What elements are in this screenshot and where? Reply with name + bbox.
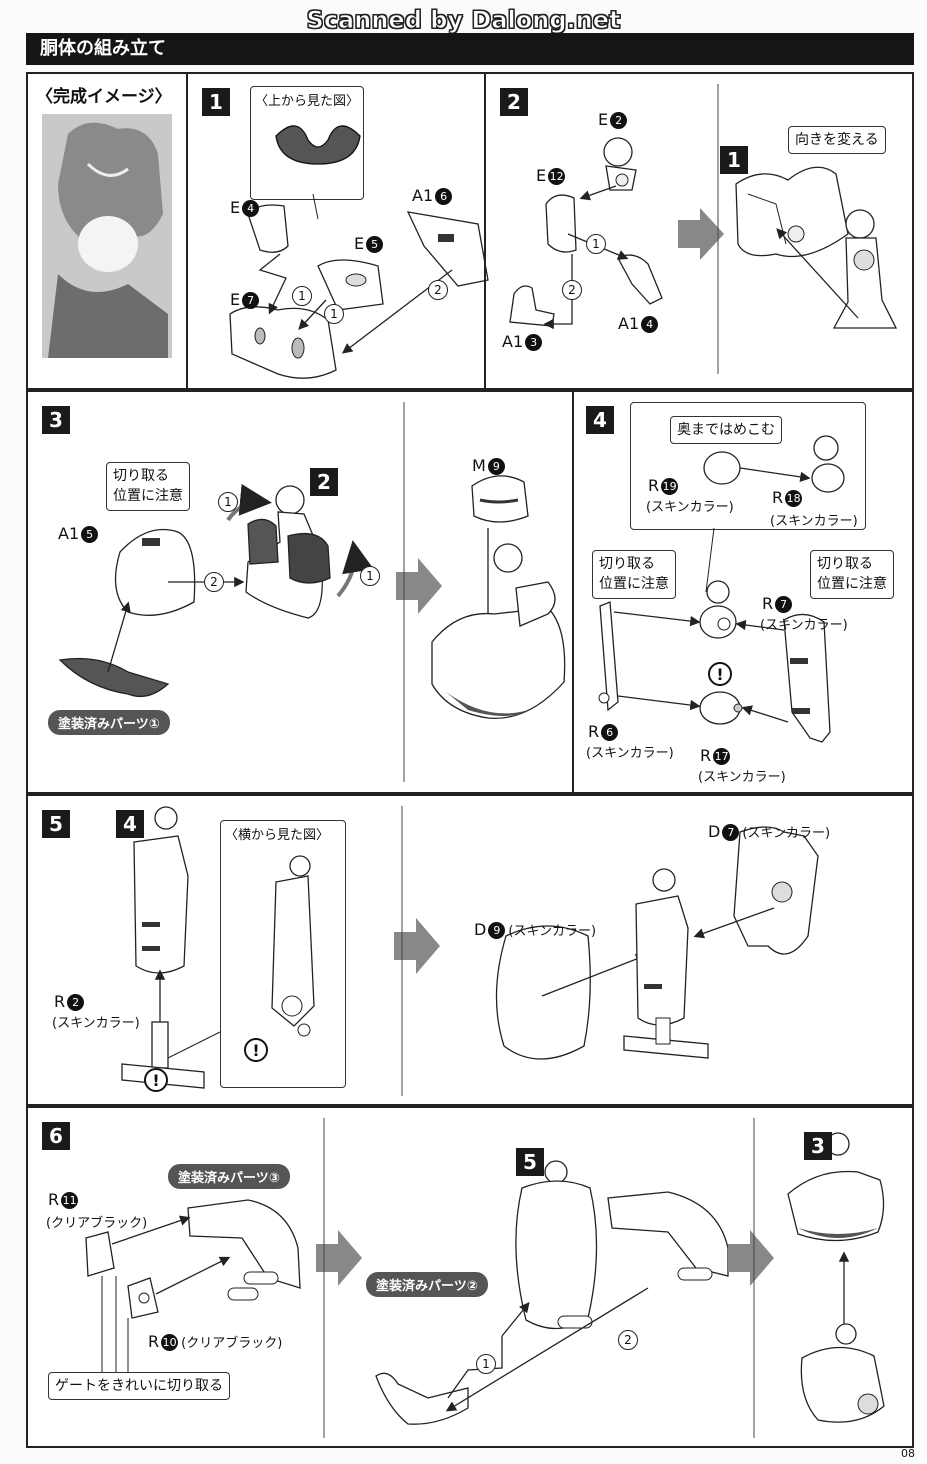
substep-2-badge: 2 [310, 468, 338, 496]
r11-color: (クリアブラック) [46, 1216, 148, 1231]
step-4-badge: 4 [586, 406, 614, 434]
step-6-panel: 6 塗装済みパーツ③ [28, 1108, 912, 1446]
side-view-label: 〈横から見た図〉 [225, 828, 330, 843]
r19-color: (スキンカラー) [646, 500, 734, 515]
caution-icon-1: ! [144, 1068, 168, 1092]
top-view-label: 〈上から見た図〉 [255, 94, 360, 109]
step-2-diagram [509, 84, 898, 374]
substep-5-badge: 5 [516, 1148, 544, 1176]
step-3-panel: 3 切り取る位置に注意 [28, 392, 572, 792]
step-3-diagram [58, 402, 566, 782]
press-fully-note: 奥まではめこむ [670, 416, 782, 445]
r17-color: (スキンカラー) [698, 770, 786, 785]
scan-credit: Scanned by Dalong.net [306, 6, 621, 35]
r18-color: (スキンカラー) [770, 514, 858, 529]
order-2: 2 [618, 1330, 638, 1350]
order-1a: 1 [218, 492, 238, 512]
cut-position-note-right: 切り取る位置に注意 [810, 550, 894, 599]
step-6-diagram [85, 1118, 885, 1438]
row-2: 3 切り取る位置に注意 [26, 390, 914, 794]
page-number: 08 [901, 1447, 915, 1460]
gate-cut-note: ゲートをきれいに切り取る [48, 1372, 230, 1401]
step-6-badge: 6 [42, 1122, 70, 1150]
step-1-badge: 1 [202, 88, 230, 116]
step-4-panel: 4 奥まではめこむ [574, 392, 912, 792]
substep-1-badge: 1 [720, 146, 748, 174]
divider [572, 392, 574, 792]
r7-color: (スキンカラー) [760, 618, 848, 633]
painted-part-3-badge: 塗装済みパーツ③ [168, 1164, 290, 1189]
divider [484, 74, 486, 388]
cut-position-note-left: 切り取る位置に注意 [592, 550, 676, 599]
section-header: 胴体の組み立て [26, 33, 914, 65]
cut-position-note: 切り取る位置に注意 [106, 462, 190, 511]
r6-color: (スキンカラー) [586, 746, 674, 761]
completed-image-figure [42, 114, 172, 358]
step-3-badge: 3 [42, 406, 70, 434]
order-1b: 1 [360, 566, 380, 586]
row-4: 6 塗装済みパーツ③ [26, 1106, 914, 1448]
completed-image-label: 〈完成イメージ〉 [36, 87, 172, 107]
step-5-panel: 5 4 〈横から見た図〉 [28, 796, 912, 1104]
painted-part-1-badge: 塗装済みパーツ① [48, 710, 170, 735]
row-3: 5 4 〈横から見た図〉 [26, 794, 914, 1106]
turn-direction-note: 向きを変える [788, 126, 886, 155]
order-2: 2 [428, 280, 448, 300]
step-5-diagram [121, 806, 819, 1096]
order-1: 1 [292, 286, 312, 306]
order-1: 1 [586, 234, 606, 254]
step-2-badge: 2 [500, 88, 528, 116]
step-2-panel: 2 [486, 74, 912, 388]
divider [186, 74, 188, 388]
caution-icon: ! [708, 662, 732, 686]
step-5-badge: 5 [42, 810, 70, 838]
step-1-diagram [229, 125, 489, 379]
substep-3-badge: 3 [804, 1132, 832, 1160]
substep-4-badge: 4 [116, 810, 144, 838]
step-4-diagram [598, 435, 845, 743]
order-2: 2 [204, 572, 224, 592]
completed-image-panel: 〈完成イメージ〉 [28, 74, 186, 388]
caution-icon-2: ! [244, 1038, 268, 1062]
order-1b: 1 [324, 304, 344, 324]
r2-color: (スキンカラー) [52, 1016, 140, 1031]
instruction-grid: 〈完成イメージ〉 1 〈上から見た図〉 [26, 72, 914, 1448]
row-1: 〈完成イメージ〉 1 〈上から見た図〉 [26, 72, 914, 390]
painted-part-2-badge: 塗装済みパーツ② [366, 1272, 488, 1297]
order-1: 1 [476, 1354, 496, 1374]
order-2: 2 [562, 280, 582, 300]
